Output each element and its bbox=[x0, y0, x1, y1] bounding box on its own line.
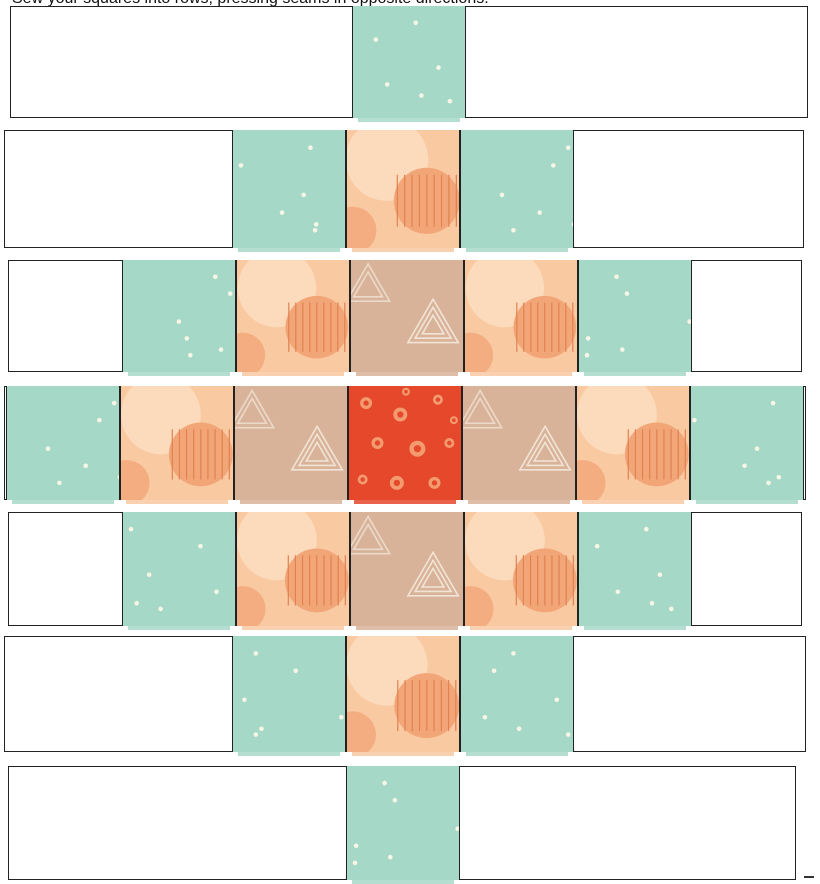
seam-allowance-strip bbox=[356, 372, 458, 376]
fabric-square-aqua bbox=[690, 386, 804, 500]
seam-allowance-strip bbox=[584, 372, 686, 376]
fabric-square-peach bbox=[120, 386, 234, 500]
quilt-row bbox=[4, 386, 806, 500]
seam-allowance-strip bbox=[582, 500, 684, 504]
fabric-square-aqua bbox=[232, 130, 346, 248]
fabric-square-tan bbox=[350, 512, 464, 626]
seam-allowance-strip bbox=[468, 500, 570, 504]
fabric-square-aqua bbox=[352, 6, 466, 118]
seam-allowance-strip bbox=[128, 372, 230, 376]
quilt-row bbox=[8, 260, 802, 372]
quilt-row bbox=[8, 766, 796, 880]
fabric-square-aqua bbox=[346, 766, 460, 880]
seam-allowance-strip bbox=[126, 500, 228, 504]
fabric-square-peach bbox=[346, 130, 460, 248]
fabric-square-tan bbox=[462, 386, 576, 500]
quilt-row bbox=[10, 6, 808, 118]
seam-allowance-strip bbox=[352, 752, 454, 756]
seam-allowance-strip bbox=[354, 500, 456, 504]
seam-allowance-strip bbox=[352, 248, 454, 252]
seam-allowance-strip bbox=[352, 880, 454, 884]
seam-allowance-strip bbox=[238, 248, 340, 252]
seam-allowance-strip bbox=[242, 372, 344, 376]
fabric-square-aqua bbox=[460, 636, 574, 752]
seam-allowance-strip bbox=[242, 626, 344, 630]
fabric-square-tan bbox=[350, 260, 464, 372]
fabric-square-aqua bbox=[578, 512, 692, 626]
fabric-square-red bbox=[348, 386, 462, 500]
quilt-row bbox=[4, 130, 804, 248]
quilt-row bbox=[8, 512, 802, 626]
fabric-square-aqua bbox=[578, 260, 692, 372]
seam-allowance-strip bbox=[584, 626, 686, 630]
fabric-square-peach bbox=[346, 636, 460, 752]
seam-allowance-strip bbox=[466, 248, 568, 252]
fabric-square-peach bbox=[236, 260, 350, 372]
fabric-square-aqua bbox=[6, 386, 120, 500]
fabric-square-aqua bbox=[232, 636, 346, 752]
fabric-square-peach bbox=[464, 512, 578, 626]
seam-allowance-strip bbox=[356, 626, 458, 630]
quilt-row bbox=[4, 636, 806, 752]
seam-allowance-strip bbox=[238, 752, 340, 756]
dash-mark bbox=[804, 876, 814, 878]
fabric-square-aqua bbox=[122, 260, 236, 372]
seam-allowance-strip bbox=[470, 626, 572, 630]
fabric-square-peach bbox=[464, 260, 578, 372]
seam-allowance-strip bbox=[240, 500, 342, 504]
seam-allowance-strip bbox=[466, 752, 568, 756]
seam-allowance-strip bbox=[358, 118, 460, 122]
seam-allowance-strip bbox=[128, 626, 230, 630]
fabric-square-aqua bbox=[122, 512, 236, 626]
fabric-square-tan bbox=[234, 386, 348, 500]
fabric-square-peach bbox=[576, 386, 690, 500]
seam-allowance-strip bbox=[470, 372, 572, 376]
seam-allowance-strip bbox=[696, 500, 798, 504]
fabric-square-aqua bbox=[460, 130, 574, 248]
fabric-square-peach bbox=[236, 512, 350, 626]
seam-allowance-strip bbox=[12, 500, 114, 504]
